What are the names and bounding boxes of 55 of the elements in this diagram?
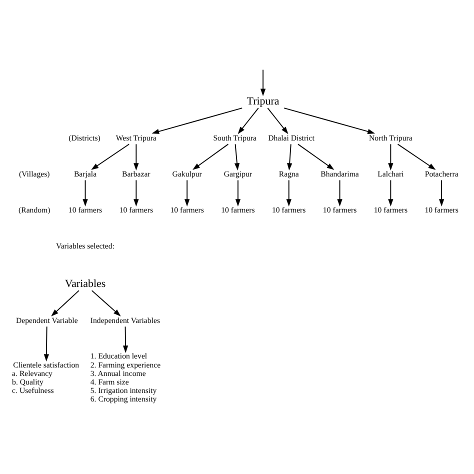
node-text: North Tripura: [369, 134, 412, 143]
node-text: Barbazar: [122, 170, 150, 179]
node-text: Potacherra: [424, 170, 458, 179]
arrow: [397, 144, 436, 170]
label: Variables selected:: [56, 242, 115, 251]
node-text: Clientele satisfaction a. Relevancy b. Quality c. Usefulness: [12, 360, 80, 396]
label: (Villages): [18, 170, 50, 179]
node-text: 10 farmers: [272, 206, 306, 215]
node-text: South Tripura: [213, 134, 256, 143]
node-text: Dhalai District: [268, 134, 314, 143]
node-text: 10 farmers: [374, 206, 408, 215]
arrow: [284, 108, 376, 134]
arrow: [91, 144, 130, 170]
arrow: [388, 144, 394, 171]
node-text: 10 farmers: [424, 206, 458, 215]
arrow: [134, 180, 139, 207]
node-text: 1. Education level 2. Farming experience 3. Annual income 4. Farm size 5. Irrigation intensity 6. Cropping intensity: [90, 352, 161, 404]
node-text: West Tripura: [116, 134, 156, 143]
arrow: [235, 180, 241, 207]
node-text: Barjala: [74, 170, 97, 179]
arrow: [234, 144, 240, 171]
arrow: [122, 326, 128, 353]
arrow: [51, 290, 80, 316]
arrow: [44, 326, 50, 362]
node-text: Bhandarima: [320, 170, 359, 179]
node-text: Tripura: [246, 95, 280, 108]
arrow: [134, 144, 139, 171]
arrow: [388, 180, 394, 207]
node-text: Independent Variables: [90, 316, 160, 326]
node-text: 10 farmers: [322, 206, 357, 215]
node-text: 10 farmers: [68, 206, 102, 215]
node-text: 10 farmers: [119, 206, 154, 215]
arrow: [439, 180, 444, 207]
label: (Random): [18, 206, 50, 215]
node-text: Ragna: [278, 170, 299, 179]
arrow: [267, 108, 288, 134]
arrow: [287, 144, 292, 171]
arrow: [260, 69, 266, 96]
node-text: Lalchari: [378, 170, 404, 179]
node-text: Gakulpur: [172, 170, 202, 179]
arrow: [184, 180, 190, 207]
arrow: [91, 290, 121, 316]
node-text: Dependent Variable: [16, 316, 78, 326]
arrow: [238, 108, 259, 134]
arrow: [192, 144, 229, 170]
arrow: [152, 108, 243, 134]
node-text: 10 farmers: [170, 206, 204, 215]
node-text: Gargipur: [224, 170, 252, 179]
arrow: [298, 144, 334, 170]
arrow: [82, 180, 88, 207]
arrow: [337, 180, 342, 207]
label: (Districts): [68, 134, 100, 143]
node-text: 10 farmers: [221, 206, 255, 215]
arrow: [286, 180, 292, 207]
node-text: Variables: [64, 278, 106, 290]
